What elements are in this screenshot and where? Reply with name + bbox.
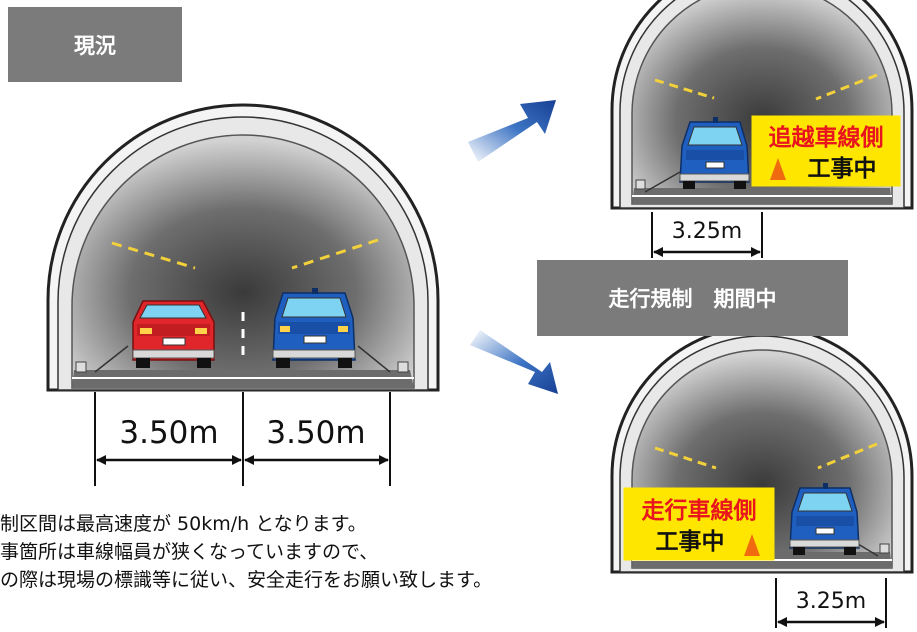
right-lane-width: 3.50m <box>266 415 365 451</box>
bottom-lane-width: 3.25m <box>796 589 866 614</box>
main-dimensions: 3.50m 3.50m <box>94 392 391 486</box>
arrow-up-right-icon <box>468 100 556 162</box>
sign-bottom-line2: 工事中 <box>656 529 725 555</box>
arrow-down-right-icon <box>470 330 558 394</box>
left-lane-width: 3.50m <box>119 415 218 451</box>
sign-bottom-line1: 走行車線側 <box>642 497 757 524</box>
current-label: 現況 <box>8 7 182 82</box>
sign-top-line2: 工事中 <box>808 156 877 182</box>
note-line-2: 事箇所は車線幅員が狭くなっていますので、 <box>0 541 379 563</box>
blue-car-main <box>272 288 356 368</box>
sign-top: 追越車線側 工事中 <box>751 115 901 187</box>
top-lane-width: 3.25m <box>672 219 742 244</box>
note-line-3: の際は現場の標識等に従い、安全走行をお願い致します。 <box>0 569 493 591</box>
sign-top-line1: 追越車線側 <box>769 124 884 151</box>
restriction-period-label: 走行規制 期間中 <box>537 260 848 336</box>
note-line-1: 制区間は最高速度が 50km/h となります。 <box>0 513 367 535</box>
bottom-dimensions: 3.25m <box>775 578 887 628</box>
blue-car-bottom <box>789 483 860 555</box>
sign-bottom: 走行車線側 工事中 <box>623 487 775 561</box>
blue-car-top <box>679 117 750 189</box>
notes-text: 制区間は最高速度が 50km/h となります。 事箇所は車線幅員が狭くなっていま… <box>0 510 700 594</box>
top-dimensions: 3.25m <box>651 212 763 258</box>
red-car <box>132 300 215 368</box>
main-tunnel <box>46 103 440 392</box>
